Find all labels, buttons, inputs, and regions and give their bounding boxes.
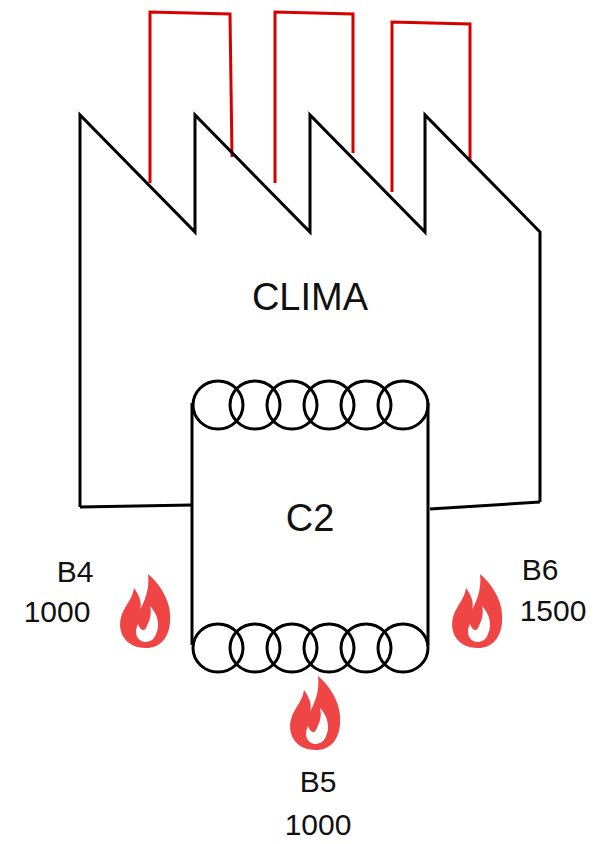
tank-outline <box>192 381 428 672</box>
factory-outline <box>80 115 540 509</box>
burner-name: B6 <box>522 555 559 585</box>
factory-building: CLIMAC2 <box>80 115 540 507</box>
burner-name: B5 <box>300 767 337 797</box>
node-label: CLIMA <box>252 278 368 316</box>
node-label: C2 <box>286 499 335 537</box>
burner-power: 1000 <box>285 810 352 840</box>
burner-flames <box>120 574 502 750</box>
tank-box: C2 <box>192 395 428 647</box>
burner-power: 1000 <box>24 597 91 627</box>
burner-name: B4 <box>57 557 94 587</box>
burner-power: 1500 <box>520 596 587 626</box>
